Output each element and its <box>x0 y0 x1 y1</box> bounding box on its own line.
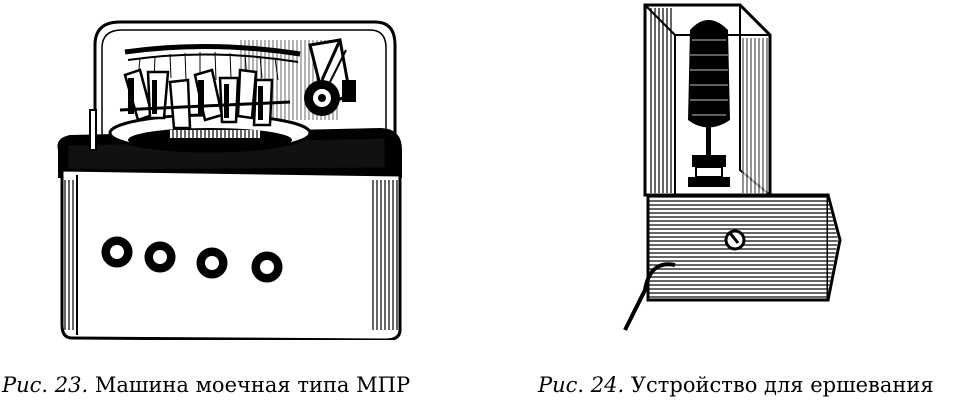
figure-24: Рис. 24. Устройство для ершевания <box>500 0 971 401</box>
brushing-device-illustration <box>623 3 842 331</box>
figure-24-label: Рис. 24. <box>538 373 625 397</box>
washing-machine-illustration <box>57 20 402 340</box>
figure-23-caption: Рис. 23. Машина моечная типа МПР <box>2 372 410 398</box>
figure-23-text: Машина моечная типа МПР <box>94 373 411 397</box>
figure-23-label: Рис. 23. <box>2 373 89 397</box>
figure-23: Рис. 23. Машина моечная типа МПР <box>0 0 470 401</box>
figure-24-caption: Рис. 24. Устройство для ершевания <box>538 372 934 398</box>
figure-24-text: Устройство для ершевания <box>630 373 934 397</box>
